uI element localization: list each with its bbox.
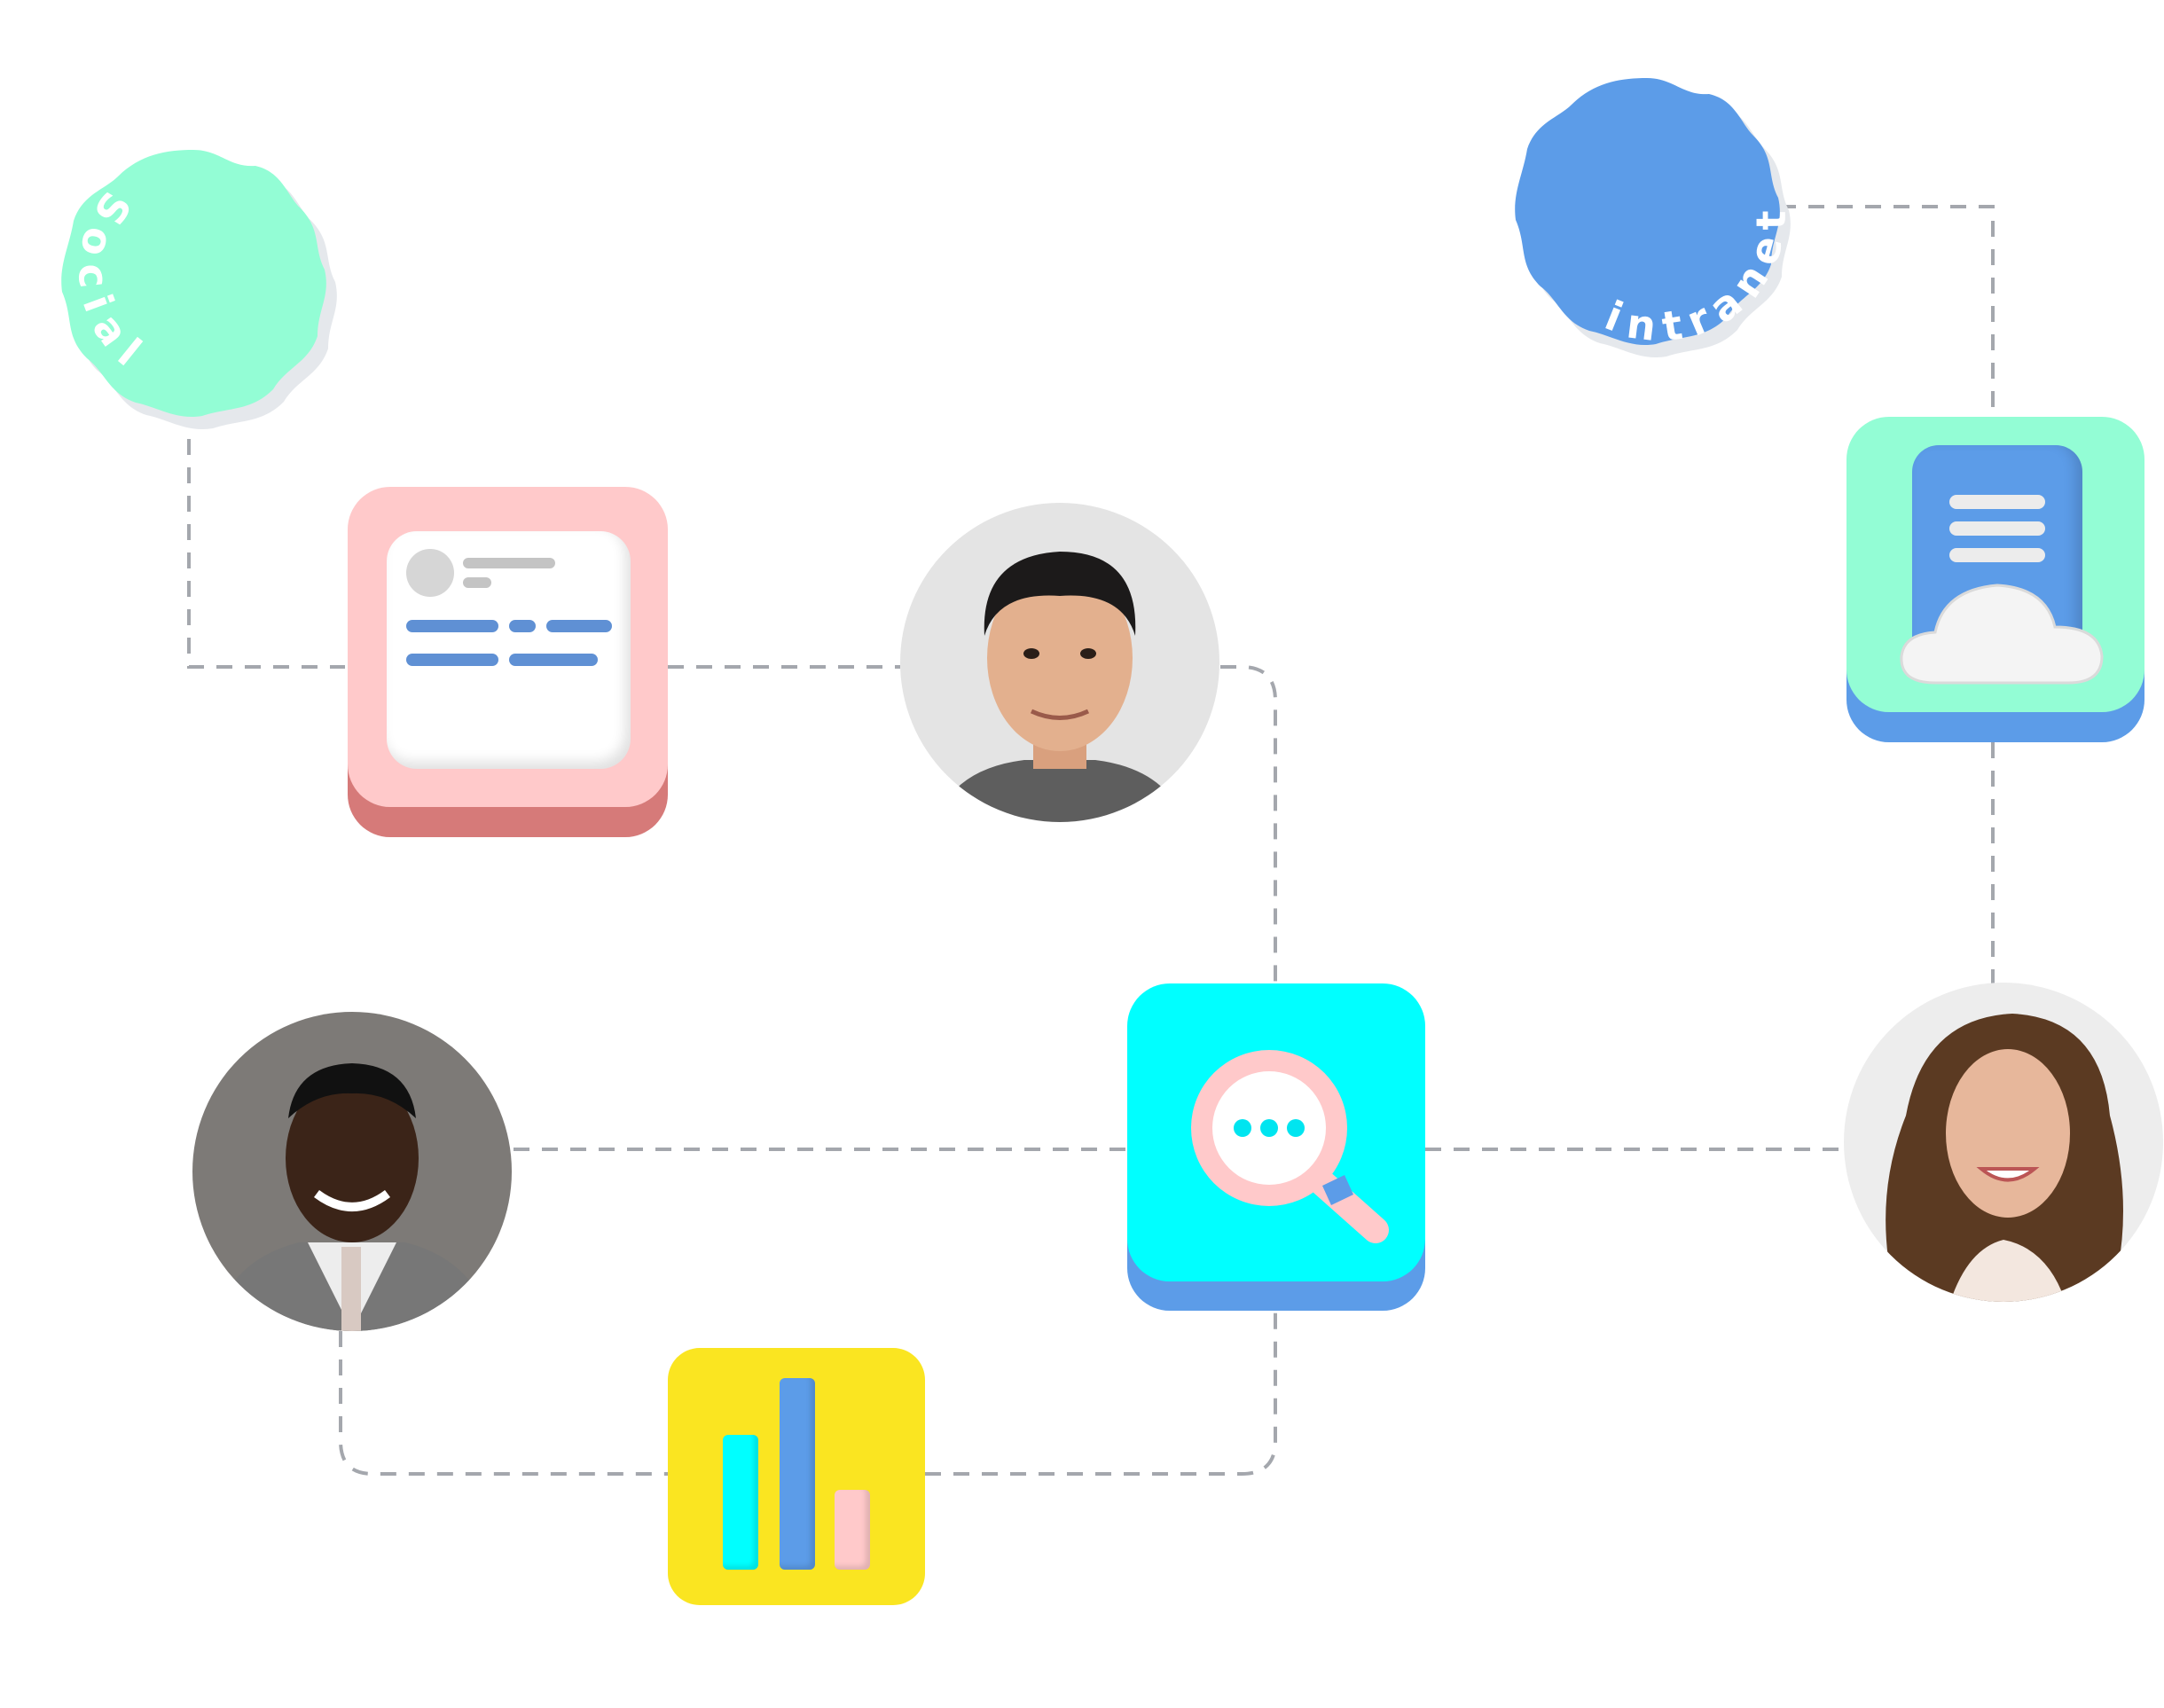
connector-social-to-profile bbox=[187, 439, 345, 669]
avatar-placeholder-icon bbox=[406, 549, 454, 597]
chart-bar-pink bbox=[835, 1490, 870, 1570]
bar-chart-tile bbox=[668, 1348, 925, 1605]
placeholder-line bbox=[463, 577, 491, 588]
connector-intranet-to-server bbox=[1780, 205, 1995, 417]
connector-chart-to-search bbox=[925, 1311, 1277, 1476]
cloud-icon bbox=[1900, 584, 2104, 685]
text-line bbox=[509, 654, 598, 666]
server-slot bbox=[1949, 548, 2045, 562]
person-icon bbox=[210, 1063, 494, 1331]
person-avatar-2 bbox=[192, 1012, 512, 1331]
profile-card-icon bbox=[387, 531, 631, 769]
connector-person2-to-chart bbox=[339, 1331, 668, 1476]
person-avatar-1 bbox=[900, 503, 1219, 822]
text-line bbox=[546, 620, 612, 632]
cloud-server-tile-face bbox=[1846, 417, 2144, 712]
search-chat-icon bbox=[1191, 1050, 1389, 1243]
connector-person1-to-search bbox=[1220, 665, 1277, 983]
placeholder-line bbox=[463, 558, 555, 568]
text-line bbox=[406, 620, 498, 632]
person-icon bbox=[936, 552, 1184, 822]
social-badge: Social bbox=[61, 150, 337, 429]
text-line bbox=[406, 654, 498, 666]
bar-chart-icon bbox=[668, 1348, 925, 1605]
server-slot bbox=[1949, 521, 2045, 536]
intranet-badge: intranet bbox=[1515, 78, 1791, 357]
person-avatar-3 bbox=[1844, 983, 2163, 1302]
search-tile-face bbox=[1127, 983, 1425, 1281]
chart-bar-blue bbox=[780, 1378, 815, 1570]
server-slot bbox=[1949, 495, 2045, 509]
chart-bar-cyan bbox=[723, 1435, 758, 1570]
person-icon bbox=[1886, 1014, 2123, 1302]
text-line bbox=[509, 620, 536, 632]
profile-card-tile-face bbox=[348, 487, 668, 807]
